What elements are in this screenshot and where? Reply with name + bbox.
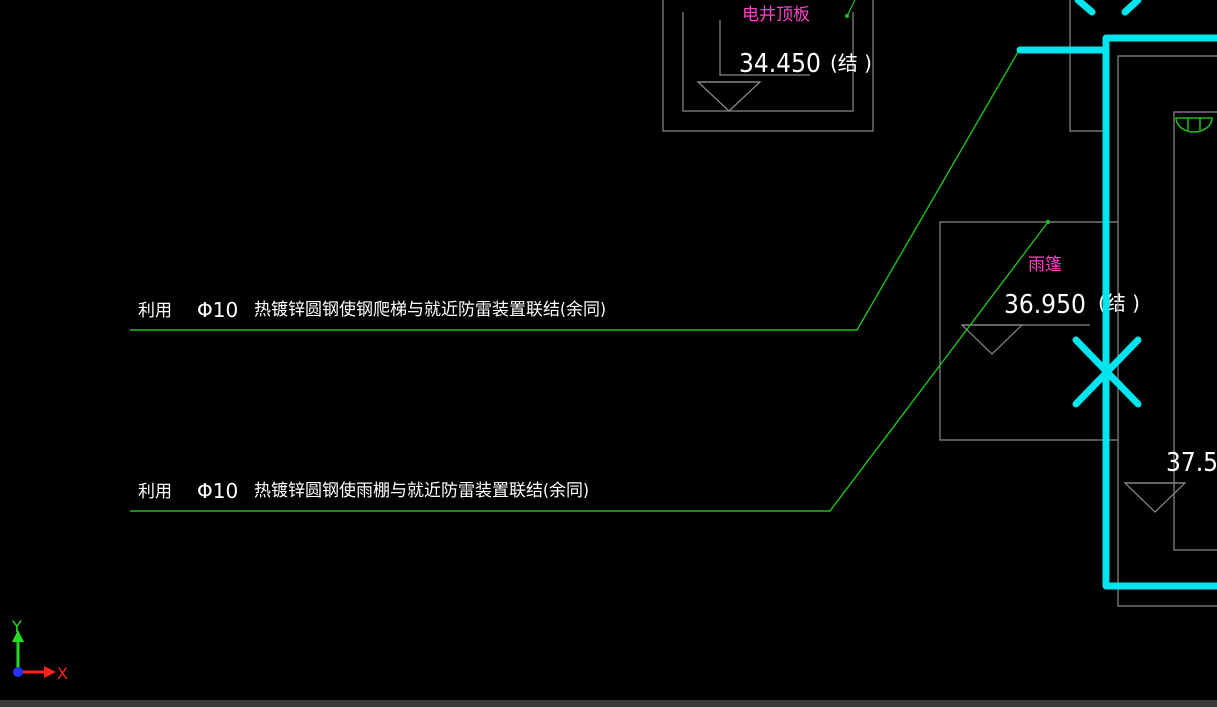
canopy-label: 雨篷 [1028, 255, 1062, 275]
leader-symbol-2: Φ10 [197, 479, 238, 503]
building-outline [1069, 0, 1217, 607]
leader-prefix-1: 利用 [138, 301, 172, 321]
column-symbol [1175, 117, 1213, 133]
ucs-y-label: Y [11, 617, 22, 636]
ucs-axis-icon: Y X [11, 617, 68, 683]
elevation-value-1: 34.450 [739, 49, 821, 79]
status-bar [0, 700, 1217, 707]
elevator-roof-label: 电井顶板 [742, 5, 810, 25]
lightning-conductor [1016, 0, 1217, 590]
leader-text-1: 热镀锌圆钢使钢爬梯与就近防雷装置联结(余同) [254, 299, 606, 320]
elevation-marker-triangle [1123, 482, 1187, 513]
elevation-marker-triangle [960, 324, 1024, 355]
leader-text-2: 热镀锌圆钢使雨棚与就近防雷装置联结(余同) [254, 480, 589, 501]
elevation-note-1: (结 ) [830, 51, 872, 75]
ucs-x-label: X [57, 664, 68, 683]
leader-node-canopy [1045, 219, 1051, 225]
elevation-value-2: 36.950 [1004, 290, 1086, 320]
elevation-marker-triangle [696, 81, 762, 112]
leader-tick-top [846, 0, 856, 17]
leader-symbol-1: Φ10 [197, 298, 238, 322]
leader-node-top [845, 14, 849, 18]
leader-prefix-2: 利用 [138, 482, 172, 502]
elevation-value-3: 37.55 [1166, 448, 1217, 478]
leader-lines [130, 51, 1049, 512]
